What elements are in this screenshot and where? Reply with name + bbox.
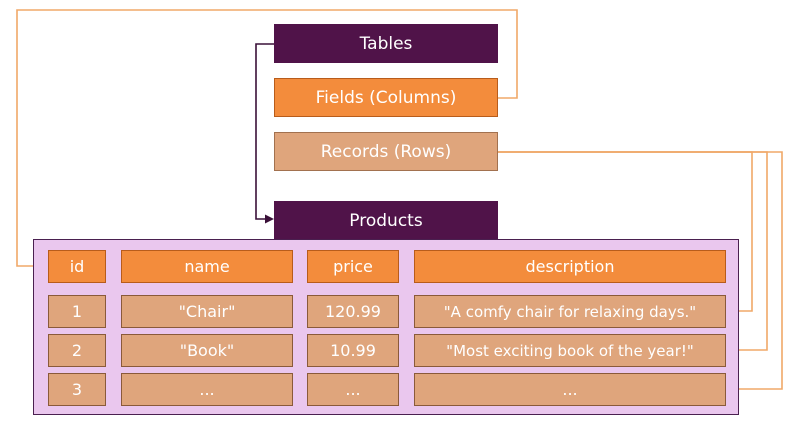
legend-records-box: Records (Rows) [274,132,498,171]
tables-connector-arrowhead [265,214,274,224]
legend-tables-label: Tables [359,33,413,54]
table-cell-row-3-price: ... [307,373,399,406]
table-cell-value: 2 [71,341,83,360]
tables-to-products-connector [255,43,274,220]
legend-tables-box: Tables [274,24,498,63]
table-cell-value: "Most exciting book of the year!" [446,341,694,360]
column-header-price: price [307,250,399,283]
column-header-name: name [121,250,293,283]
table-name-label: Products [349,210,423,231]
table-cell-value: ... [345,380,361,399]
table-cell-value: "Book" [179,341,235,360]
table-cell-row-2-price: 10.99 [307,334,399,367]
column-header-label: price [333,257,373,276]
table-name-box: Products [274,201,498,240]
table-cell-value: "A comfy chair for relaxing days." [443,302,697,321]
table-cell-row-1-name: "Chair" [121,295,293,328]
table-cell-value: 1 [71,302,83,321]
table-cell-row-1-description: "A comfy chair for relaxing days." [414,295,726,328]
table-cell-row-3-name: ... [121,373,293,406]
table-cell-value: ... [199,380,215,399]
table-cell-row-3-id: 3 [48,373,106,406]
legend-records-label: Records (Rows) [320,141,452,162]
table-cell-row-2-id: 2 [48,334,106,367]
table-cell-value: "Chair" [178,302,236,321]
column-header-description: description [414,250,726,283]
table-cell-value: 120.99 [325,302,381,321]
column-header-id: id [48,250,106,283]
legend-fields-box: Fields (Columns) [274,78,498,117]
table-cell-row-1-price: 120.99 [307,295,399,328]
table-cell-row-2-description: "Most exciting book of the year!" [414,334,726,367]
column-header-label: id [69,257,85,276]
table-cell-value: 3 [71,380,83,399]
products-table: id name price description 1 "Chair" 120.… [33,239,739,415]
table-cell-value: ... [562,380,578,399]
table-cell-row-1-id: 1 [48,295,106,328]
table-cell-row-3-description: ... [414,373,726,406]
table-cell-row-2-name: "Book" [121,334,293,367]
table-cell-value: 10.99 [330,341,376,360]
column-header-label: name [184,257,230,276]
legend-fields-label: Fields (Columns) [315,87,457,108]
column-header-label: description [525,257,615,276]
